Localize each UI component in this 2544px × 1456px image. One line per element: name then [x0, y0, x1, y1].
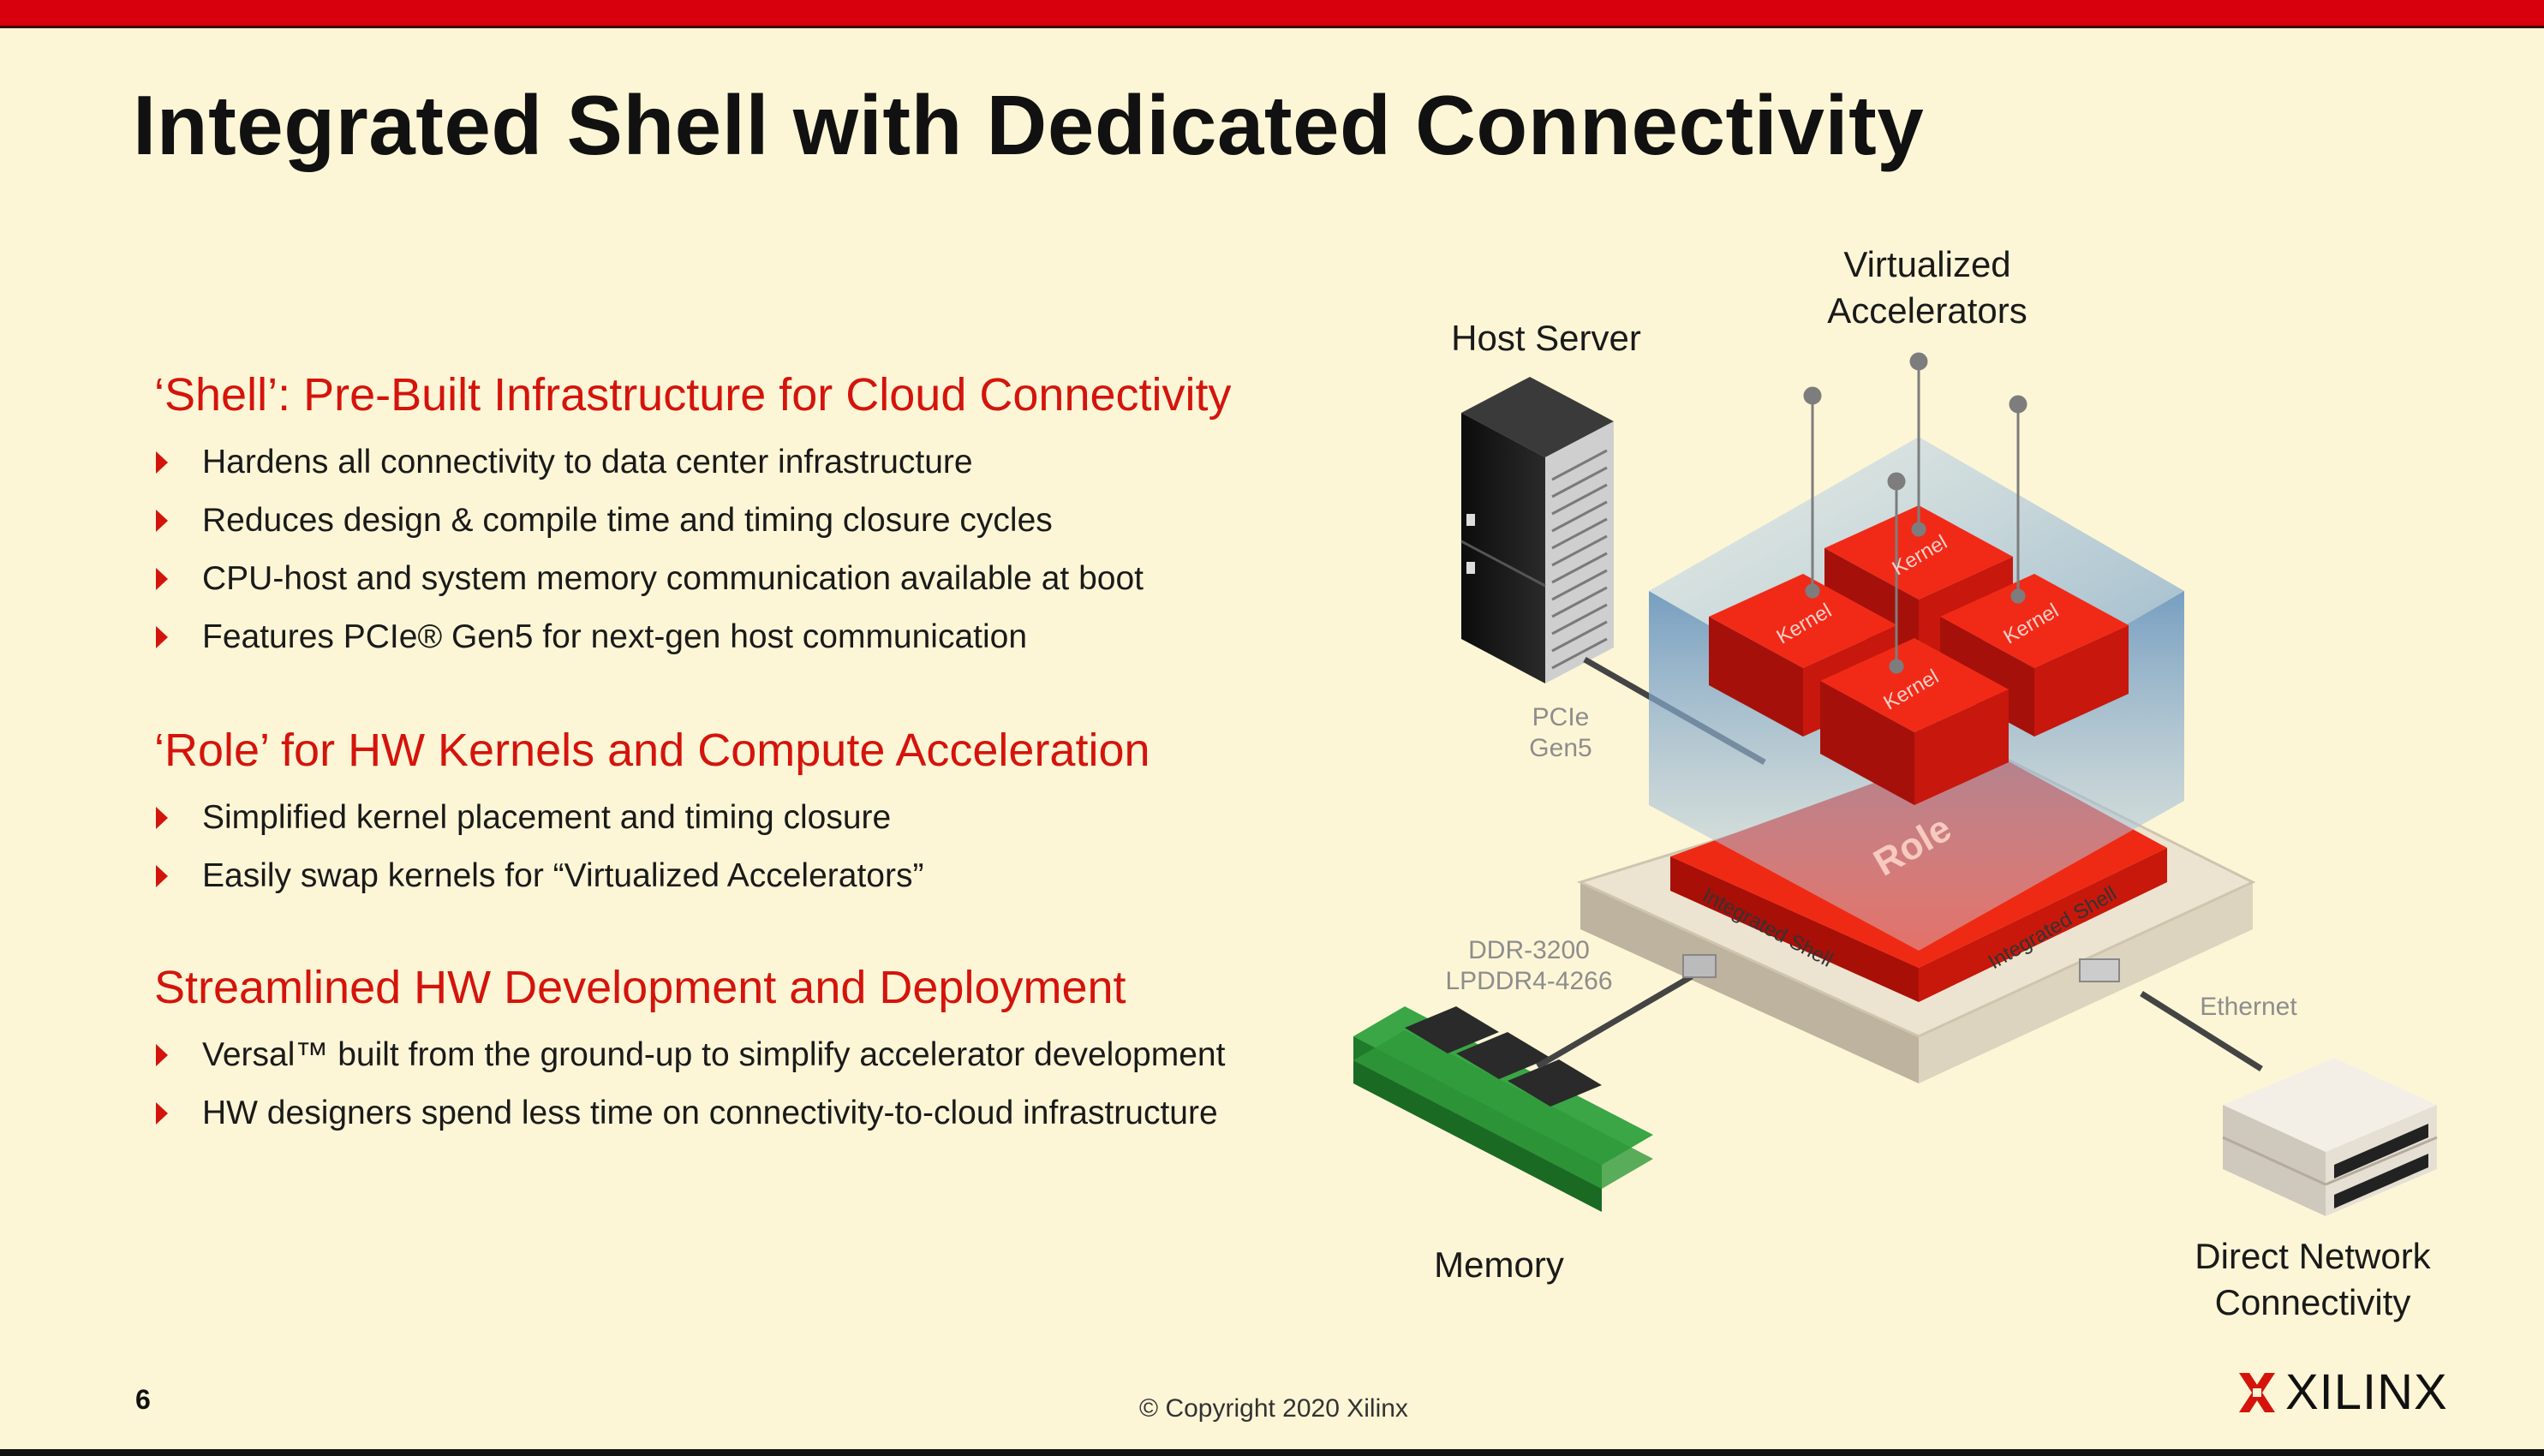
bullet-arrow-icon [156, 568, 168, 590]
direct-network-label: Direct Network Connectivity [2195, 1236, 2431, 1322]
section-role: ‘Role’ for HW Kernels and Compute Accele… [154, 724, 1150, 905]
section-heading: ‘Shell’: Pre-Built Infrastructure for Cl… [154, 369, 1232, 421]
memory-cable [1536, 973, 1693, 1070]
virtualized-accelerators-label: Virtualized Accelerators [1827, 244, 2027, 331]
ethernet-connector [2079, 958, 2120, 982]
bullet-arrow-icon [156, 510, 168, 532]
bullet-arrow-icon [156, 1102, 168, 1125]
logo-text: XILINX [2285, 1364, 2448, 1420]
top-accent-bar [0, 0, 2544, 28]
section-heading: Streamlined HW Development and Deploymen… [154, 962, 1126, 1013]
slide-title: Integrated Shell with Dedicated Connecti… [133, 78, 1925, 172]
accelerator-pins [1803, 352, 2027, 674]
bullet-list: Versal™ built from the ground-up to simp… [154, 1026, 1225, 1143]
xilinx-mark-icon [2239, 1372, 2275, 1412]
kernel-blocks [1709, 505, 2129, 805]
bullet-list: Hardens all connectivity to data center … [154, 433, 1232, 666]
bullet-item: Hardens all connectivity to data center … [154, 433, 1232, 492]
memory-label: Memory [1434, 1244, 1564, 1285]
host-server-icon [1460, 377, 1614, 683]
bullet-item: Easily swap kernels for “Virtualized Acc… [154, 847, 1150, 905]
bullet-item: CPU-host and system memory communication… [154, 550, 1232, 608]
section-heading: ‘Role’ for HW Kernels and Compute Accele… [154, 725, 1150, 776]
bullet-arrow-icon [156, 626, 168, 648]
bullet-item: Reduces design & compile time and timing… [154, 492, 1232, 550]
section-streamlined: Streamlined HW Development and Deploymen… [154, 961, 1225, 1143]
bullet-item: HW designers spend less time on connecti… [154, 1084, 1225, 1143]
kernel-block [1820, 638, 2009, 805]
kernel-block [1940, 574, 2129, 737]
ethernet-label: Ethernet [2200, 993, 2297, 1021]
bullet-item: Versal™ built from the ground-up to simp… [154, 1026, 1225, 1084]
pcie-label: PCIe Gen5 [1529, 703, 1592, 762]
bullet-arrow-icon [156, 1044, 168, 1066]
memory-type-label: DDR-3200 LPDDR4-4266 [1445, 936, 1613, 995]
network-switch-icon [2222, 1058, 2438, 1216]
bullet-arrow-icon [156, 451, 168, 474]
xilinx-logo: XILINX [2237, 1364, 2448, 1421]
ethernet-cable [2140, 991, 2263, 1071]
section-shell: ‘Shell’: Pre-Built Infrastructure for Cl… [154, 368, 1232, 666]
bullet-item: Features PCIe® Gen5 for next-gen host co… [154, 608, 1232, 666]
page-number: 6 [135, 1384, 151, 1415]
copyright-text: © Copyright 2020 Xilinx [1139, 1394, 1408, 1423]
host-server-label: Host Server [1451, 318, 1641, 358]
bullet-list: Simplified kernel placement and timing c… [154, 789, 1150, 905]
bullet-item: Simplified kernel placement and timing c… [154, 789, 1150, 847]
memory-connector [1682, 954, 1717, 978]
bullet-arrow-icon [156, 865, 168, 887]
bullet-arrow-icon [156, 807, 168, 829]
memory-module-icon [1353, 1006, 1653, 1212]
bottom-bar [0, 1449, 2544, 1456]
